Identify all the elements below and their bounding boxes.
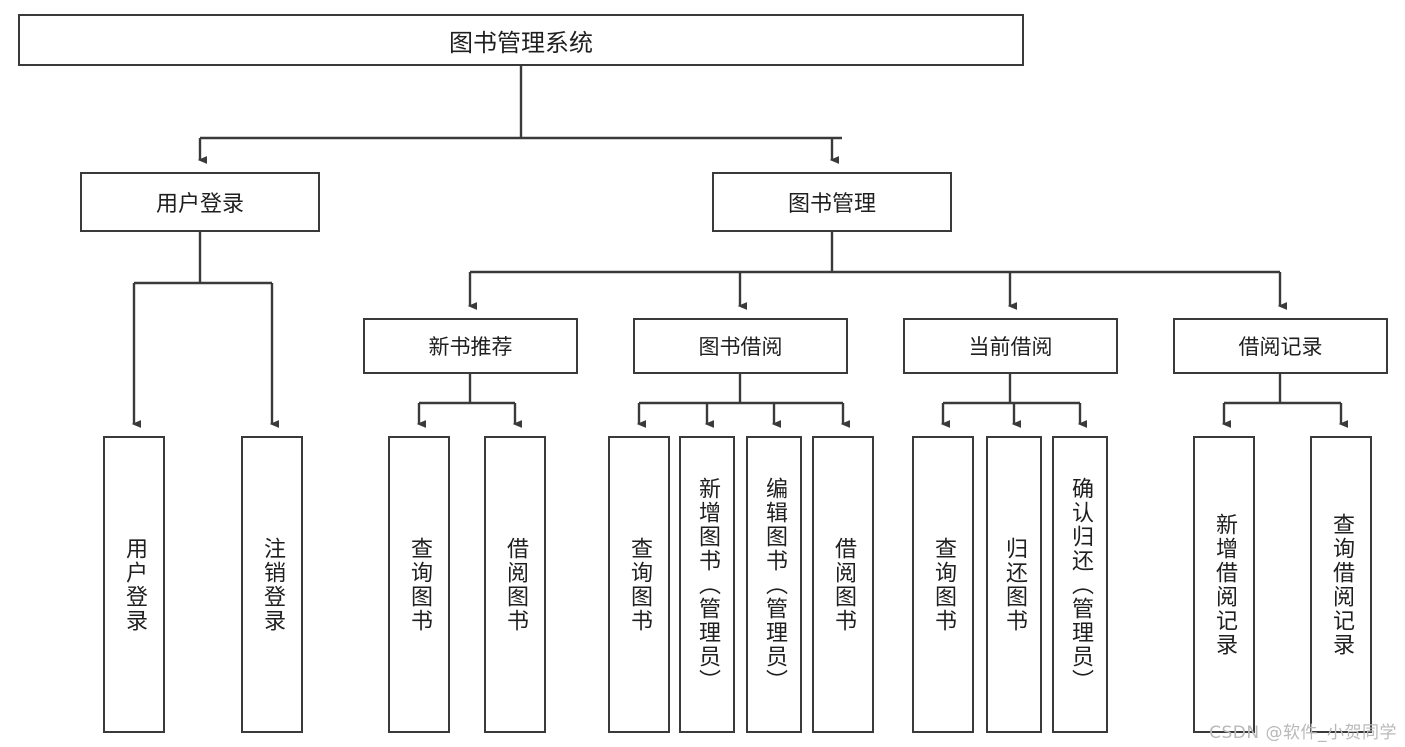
node-new-book-recommend-label: 新书推荐: [428, 335, 513, 359]
node-leaf-add-borrow-record-label: 新增借阅记录: [1211, 512, 1237, 657]
node-leaf-borrow-book-recommend-label: 借阅图书: [502, 536, 528, 633]
node-leaf-add-borrow-record[interactable]: 新增借阅记录: [1193, 436, 1255, 733]
node-new-book-recommend[interactable]: 新书推荐: [363, 318, 578, 374]
node-leaf-query-book-recommend-label: 查询图书: [406, 536, 432, 633]
node-user-login-label: 用户登录: [155, 192, 244, 217]
node-leaf-edit-book-admin-label: 编辑图书（管理员）: [761, 476, 787, 693]
node-leaf-query-book-recommend[interactable]: 查询图书: [388, 436, 450, 733]
node-current-borrow-label: 当前借阅: [968, 335, 1053, 359]
node-leaf-query-book-borrow[interactable]: 查询图书: [608, 436, 670, 733]
node-leaf-query-book-current-label: 查询图书: [930, 536, 956, 633]
node-root[interactable]: 图书管理系统: [18, 14, 1024, 66]
node-leaf-confirm-return-admin-label: 确认归还（管理员）: [1067, 476, 1093, 693]
node-leaf-user-login-label: 用户登录: [121, 536, 147, 633]
node-leaf-add-book-admin[interactable]: 新增图书（管理员）: [679, 436, 735, 733]
node-book-manage[interactable]: 图书管理: [712, 172, 952, 232]
node-leaf-return-book-label: 归还图书: [1001, 536, 1027, 633]
node-leaf-query-book-current[interactable]: 查询图书: [912, 436, 974, 733]
node-borrow-record-label: 借阅记录: [1238, 335, 1323, 359]
node-leaf-add-book-admin-label: 新增图书（管理员）: [694, 476, 720, 693]
node-current-borrow[interactable]: 当前借阅: [903, 318, 1118, 374]
node-leaf-borrow-book-recommend[interactable]: 借阅图书: [484, 436, 546, 733]
node-user-login[interactable]: 用户登录: [80, 172, 320, 232]
node-leaf-return-book[interactable]: 归还图书: [986, 436, 1042, 733]
node-book-borrow[interactable]: 图书借阅: [633, 318, 848, 374]
node-borrow-record[interactable]: 借阅记录: [1173, 318, 1388, 374]
csdn-watermark: CSDN @软件_小贺同学: [1209, 723, 1397, 743]
node-book-borrow-label: 图书借阅: [698, 335, 783, 359]
node-leaf-user-logout[interactable]: 注销登录: [241, 436, 303, 733]
node-leaf-confirm-return-admin[interactable]: 确认归还（管理员）: [1052, 436, 1108, 733]
node-book-manage-label: 图书管理: [787, 192, 876, 217]
node-leaf-query-borrow-record-label: 查询借阅记录: [1328, 512, 1354, 657]
node-leaf-user-logout-label: 注销登录: [259, 536, 285, 633]
node-leaf-borrow-book-label: 借阅图书: [830, 536, 856, 633]
node-leaf-query-borrow-record[interactable]: 查询借阅记录: [1310, 436, 1372, 733]
node-leaf-query-book-borrow-label: 查询图书: [626, 536, 652, 633]
node-leaf-edit-book-admin[interactable]: 编辑图书（管理员）: [746, 436, 802, 733]
node-leaf-user-login[interactable]: 用户登录: [103, 436, 165, 733]
node-root-label: 图书管理系统: [449, 28, 593, 57]
node-leaf-borrow-book[interactable]: 借阅图书: [812, 436, 874, 733]
